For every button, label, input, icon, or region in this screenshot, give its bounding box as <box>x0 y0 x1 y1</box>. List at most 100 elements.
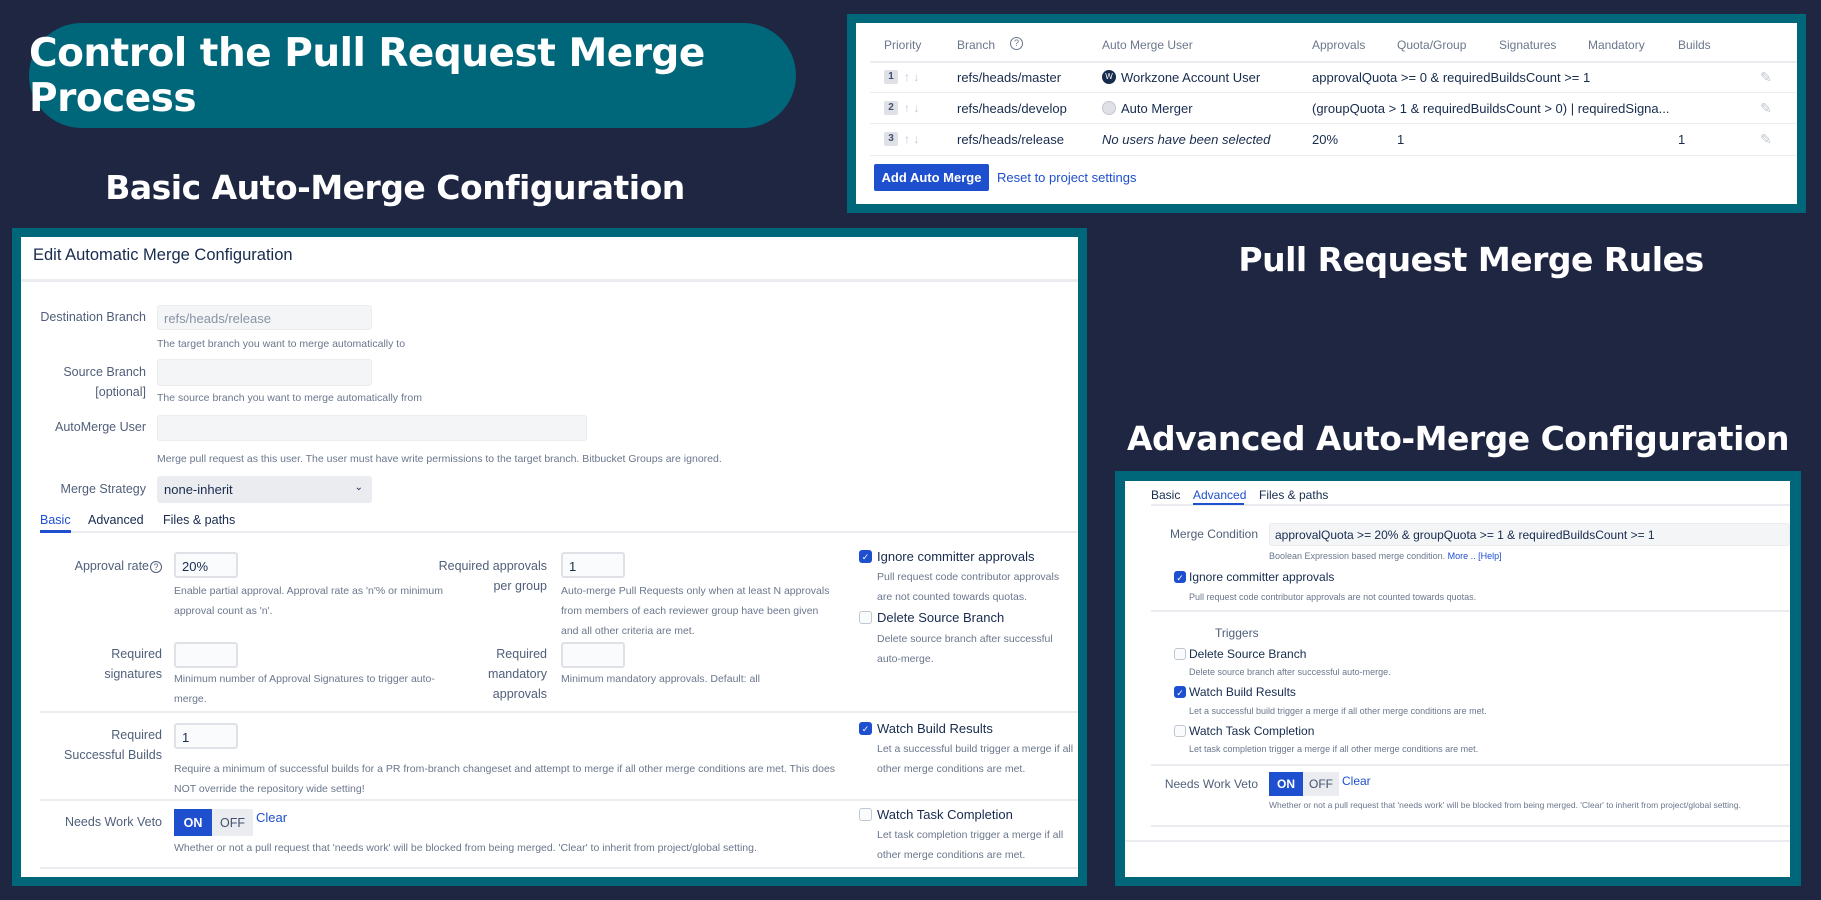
help-icon[interactable]: ? <box>150 561 162 573</box>
add-auto-merge-button[interactable]: Add Auto Merge <box>874 164 989 191</box>
veto-label: Needs Work Veto <box>1164 777 1258 791</box>
merge-condition-input[interactable]: approvalQuota >= 20% & groupQuota >= 1 &… <box>1269 523 1790 546</box>
triggers-heading: Triggers <box>1215 626 1259 640</box>
tab-advanced[interactable]: Advanced <box>88 513 144 527</box>
builds-help: Require a minimum of successful builds f… <box>174 763 836 795</box>
heading-advanced: Advanced Auto-Merge Configuration <box>1126 419 1790 458</box>
veto-on-button[interactable]: ON <box>1269 772 1303 796</box>
watch-tasks-checkbox[interactable] <box>1174 725 1186 737</box>
veto-off-button[interactable]: OFF <box>1303 772 1339 796</box>
builds-input[interactable]: 1 <box>174 723 238 749</box>
veto-off-button[interactable]: OFF <box>212 809 253 836</box>
delete-source-label: Delete Source Branch <box>1189 647 1307 661</box>
col-branch: Branch <box>957 38 996 52</box>
ignore-committer-checkbox[interactable]: ✓ <box>1174 571 1186 583</box>
banner: Control the Pull Request Merge Process <box>29 23 796 128</box>
source-help: The source branch you want to merge auto… <box>157 392 422 404</box>
watch-tasks-help: Let task completion trigger a merge if a… <box>1189 744 1479 754</box>
quota: 1 <box>1397 132 1405 147</box>
veto-clear-link[interactable]: Clear <box>1342 774 1371 788</box>
reset-link[interactable]: Reset to project settings <box>997 170 1137 185</box>
veto-toggle[interactable]: ON OFF <box>1269 772 1339 796</box>
watch-tasks-label: Watch Task Completion <box>1189 724 1315 738</box>
help-link[interactable]: [Help] <box>1478 551 1502 561</box>
merge-condition-label: Merge Condition <box>1169 527 1258 541</box>
watch-builds-label: Watch Build Results <box>1189 685 1296 699</box>
source-label: Source Branch[optional] <box>63 365 146 399</box>
condition: approvalQuota >= 0 & requiredBuildsCount… <box>1312 70 1591 85</box>
tab-basic[interactable]: Basic <box>1151 488 1181 502</box>
veto-help: Whether or not a pull request that 'need… <box>174 842 757 854</box>
approvals: 20% <box>1312 132 1339 147</box>
priority-badge: 3 <box>884 132 898 146</box>
user: Auto Merger <box>1121 101 1193 116</box>
user-help: Merge pull request as this user. The use… <box>157 453 722 465</box>
priority-badge: 2 <box>884 101 898 115</box>
edit-pencil-icon[interactable]: ✎ <box>1760 100 1772 116</box>
ignore-committer-label: Ignore committer approvals <box>1189 570 1335 584</box>
form-title: Edit Automatic Merge Configuration <box>33 246 293 264</box>
watch-builds-label: Watch Build Results <box>877 721 993 736</box>
delete-source-checkbox[interactable] <box>1174 648 1186 660</box>
merge-strategy-select[interactable]: none-inherit⌄ <box>157 476 372 503</box>
watch-tasks-help: Let task completion trigger a merge if a… <box>877 829 1064 861</box>
tab-advanced[interactable]: Advanced <box>1193 488 1247 502</box>
ignore-committer-checkbox[interactable]: ✓ <box>859 550 872 563</box>
watch-tasks-checkbox[interactable] <box>859 808 872 821</box>
source-branch-input[interactable] <box>157 359 372 386</box>
signatures-input[interactable] <box>174 642 238 668</box>
move-arrows-icon[interactable]: ↑ ↓ <box>904 132 920 146</box>
automerge-user-label: AutoMerge User <box>54 420 146 434</box>
branch: refs/heads/develop <box>957 101 1067 116</box>
workzone-avatar-icon: W <box>1102 70 1116 84</box>
veto-toggle[interactable]: ON OFF <box>174 809 253 836</box>
veto-on-button[interactable]: ON <box>174 809 212 836</box>
banner-title: Control the Pull Request Merge Process <box>29 30 705 121</box>
move-arrows-icon[interactable]: ↑ ↓ <box>904 101 920 115</box>
chevron-down-icon: ⌄ <box>354 482 363 493</box>
heading-rules: Pull Request Merge Rules <box>1238 240 1704 279</box>
edit-pencil-icon[interactable]: ✎ <box>1760 131 1772 147</box>
watch-builds-checkbox[interactable]: ✓ <box>1174 686 1186 698</box>
watch-builds-help: Let a successful build trigger a merge i… <box>1189 706 1487 716</box>
merge-strategy-label: Merge Strategy <box>60 482 146 496</box>
condition: (groupQuota > 1 & requiredBuildsCount > … <box>1312 101 1670 116</box>
mandatory-input[interactable] <box>561 642 625 668</box>
more-link[interactable]: More .. <box>1447 551 1476 561</box>
col-quota: Quota/Group <box>1397 38 1467 52</box>
veto-label: Needs Work Veto <box>64 815 162 829</box>
user-avatar-icon <box>1102 101 1116 115</box>
col-signatures: Signatures <box>1499 38 1557 52</box>
help-icon[interactable]: ? <box>1010 37 1023 50</box>
move-arrows-icon[interactable]: ↑ ↓ <box>904 70 920 84</box>
tab-basic[interactable]: Basic <box>40 513 71 527</box>
veto-clear-link[interactable]: Clear <box>256 810 288 825</box>
approval-rate-input[interactable]: 20% <box>174 552 238 578</box>
watch-builds-checkbox[interactable]: ✓ <box>859 722 872 735</box>
user: No users have been selected <box>1102 132 1271 147</box>
col-mandatory: Mandatory <box>1588 38 1645 52</box>
destination-branch-input[interactable]: refs/heads/release <box>157 305 372 330</box>
condition-help: Boolean Expression based merge condition… <box>1269 551 1502 561</box>
priority-badge: 1 <box>884 70 898 84</box>
watch-builds-help: Let a successful build trigger a merge i… <box>877 743 1074 775</box>
rules-panel-body <box>856 23 1797 204</box>
veto-help: Whether or not a pull request that 'need… <box>1269 800 1741 810</box>
delete-help: Delete source branch after successful au… <box>1189 667 1391 677</box>
builds: 1 <box>1678 132 1686 147</box>
mandatory-help: Minimum mandatory approvals. Default: al… <box>561 673 760 685</box>
col-priority: Priority <box>884 38 922 52</box>
tab-files-paths[interactable]: Files & paths <box>163 513 236 527</box>
automerge-user-input[interactable] <box>157 415 587 441</box>
delete-source-checkbox[interactable] <box>859 611 872 624</box>
tab-files-paths[interactable]: Files & paths <box>1259 488 1329 502</box>
per-group-help: Auto-merge Pull Requests only when at le… <box>561 585 830 637</box>
edit-pencil-icon[interactable]: ✎ <box>1760 69 1772 85</box>
per-group-input[interactable]: 1 <box>561 552 625 578</box>
